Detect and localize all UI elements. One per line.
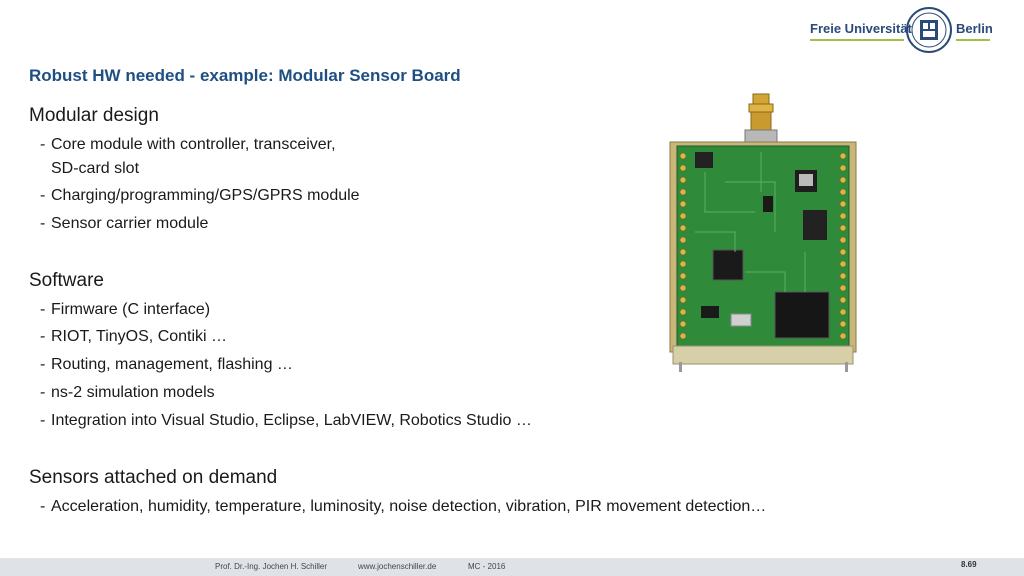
bullet-item: -Integration into Visual Studio, Eclipse… [40, 412, 532, 429]
bullet-item: -Charging/programming/GPS/GPRS module [40, 187, 360, 204]
section-heading-sensors: Sensors attached on demand [29, 467, 278, 488]
logo-underline-left [810, 39, 904, 41]
bullet-item: -Core module with controller, transceive… [40, 136, 336, 153]
bullet-item: -RIOT, TinyOS, Contiki … [40, 328, 228, 345]
university-logo: Freie Universität Berlin [808, 6, 993, 53]
bullet-continuation: SD-card slot [51, 160, 140, 177]
sensor-board-image [669, 93, 857, 372]
footer-course: MC - 2016 [468, 562, 506, 571]
bullet-item: -Sensor carrier module [40, 215, 209, 232]
page-number: 8.69 [961, 560, 977, 569]
bullet-item: -Firmware (C interface) [40, 301, 211, 318]
university-seal-icon [906, 7, 952, 53]
logo-text-right: Berlin [956, 21, 993, 36]
bullet-item: -Acceleration, humidity, temperature, lu… [40, 498, 767, 515]
logo-underline-right [956, 39, 990, 41]
logo-text-left: Freie Universität [810, 21, 912, 36]
section-heading-software: Software [29, 270, 104, 291]
slide-title: Robust HW needed - example: Modular Sens… [29, 66, 461, 85]
bullet-item: -ns-2 simulation models [40, 384, 215, 401]
bullet-item: -Routing, management, flashing … [40, 356, 293, 373]
section-heading-modular-design: Modular design [29, 105, 159, 126]
footer-website: www.jochenschiller.de [358, 562, 437, 571]
footer-bar: Prof. Dr.-Ing. Jochen H. Schiller www.jo… [0, 558, 1024, 576]
footer-author: Prof. Dr.-Ing. Jochen H. Schiller [215, 562, 328, 571]
